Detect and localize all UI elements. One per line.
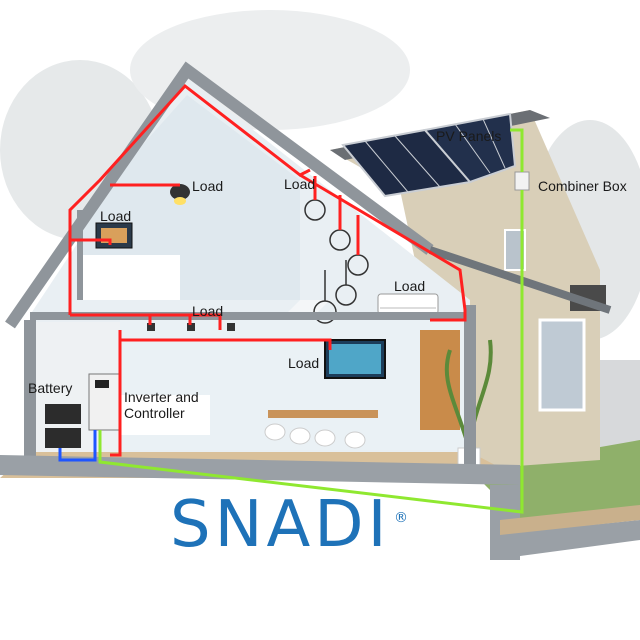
label-pv-panels: PV Panels <box>436 128 502 144</box>
rear-wing <box>330 110 606 470</box>
label-load-tv-downstairs: Load <box>288 355 320 371</box>
foundation <box>0 455 520 485</box>
label-inverter-controller: Inverter and Controller <box>124 389 199 421</box>
battery-wiring <box>58 430 97 462</box>
snadi-logo: SNADI ® <box>170 488 420 568</box>
label-load-pendant: Load <box>284 176 316 192</box>
label-load-spotlights: Load <box>192 303 224 319</box>
pv-panel-array <box>341 112 517 198</box>
registered-mark: ® <box>394 510 408 526</box>
ac-wiring <box>68 83 467 457</box>
combiner-box-icon <box>514 171 530 191</box>
label-load-ceiling-lamp: Load <box>192 178 224 194</box>
label-battery: Battery <box>28 380 73 396</box>
label-load-air-conditioner: Load <box>394 278 426 294</box>
dc-wiring <box>98 128 524 514</box>
logo-text: SNADI <box>170 488 391 562</box>
label-load-tv-upstairs: Load <box>100 208 132 224</box>
label-combiner-box: Combiner Box <box>538 178 627 194</box>
